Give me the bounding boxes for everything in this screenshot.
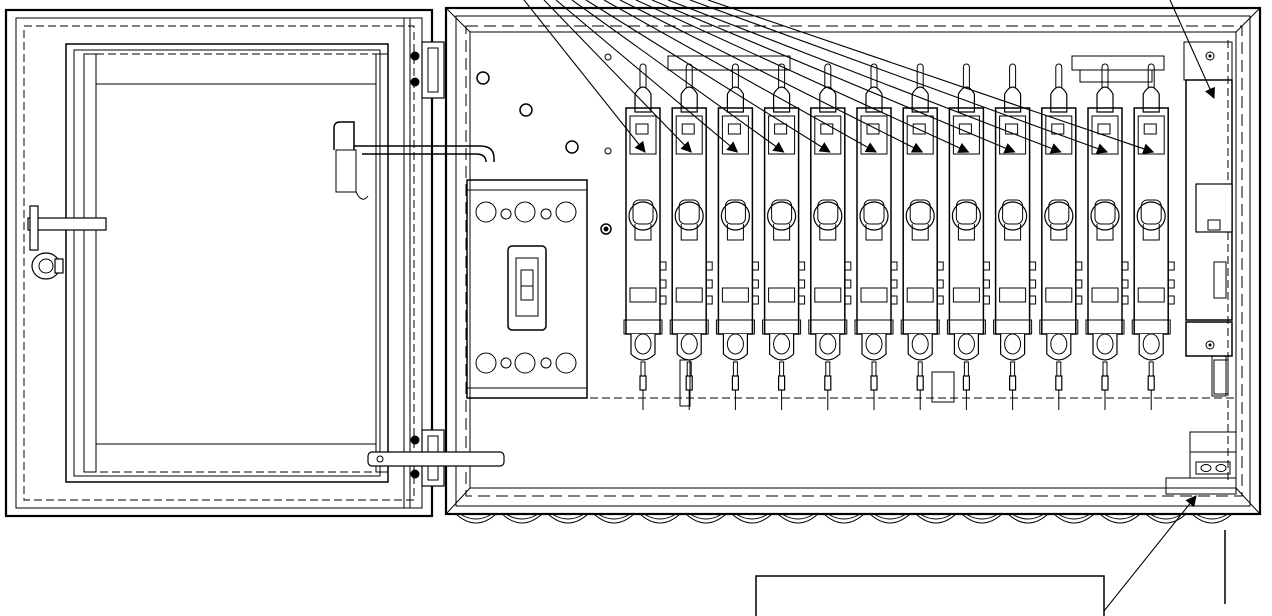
edge-scallop: [1191, 513, 1233, 524]
door-stay-arm: [367, 451, 505, 467]
edge-scallop: [593, 513, 635, 524]
edge-scallop: [1145, 513, 1187, 524]
fuse-holder: [715, 63, 759, 410]
fuse-holder: [1131, 63, 1175, 410]
edge-scallop-inner: [1195, 513, 1229, 520]
edge-scallop: [547, 513, 589, 524]
ground-bar: [1165, 431, 1237, 495]
edge-scallop: [869, 513, 911, 524]
enclosure-bottom-edge: [455, 513, 1233, 524]
door-handle-bracket: [333, 121, 495, 200]
fuse-holder: [900, 63, 944, 410]
hinge-top: [410, 41, 445, 99]
bottom-callout-box: [755, 575, 1105, 616]
edge-scallop: [1007, 513, 1049, 524]
edge-scallop: [777, 513, 819, 524]
fuse-holder-leader: [707, 0, 1155, 155]
edge-scallop-inner: [689, 513, 723, 520]
edge-scallop-inner: [1057, 513, 1091, 520]
enclosure-door: [4, 8, 434, 518]
edge-scallop: [915, 513, 957, 524]
fuse-holder: [993, 63, 1037, 410]
lock-icon: [31, 252, 64, 280]
panel-mounting-holes: [476, 53, 612, 235]
fuse-holder-row: [623, 63, 1229, 410]
fuse-holder-leader: [635, 0, 970, 153]
edge-scallop: [823, 513, 865, 524]
edge-scallop: [731, 513, 773, 524]
fuse-holder: [762, 63, 806, 410]
din-module-leader: [1169, 0, 1215, 100]
edge-scallop-inner: [735, 513, 769, 520]
edge-scallop-inner: [1011, 513, 1045, 520]
enclosure-body: [444, 6, 1262, 516]
edge-scallop-inner: [873, 513, 907, 520]
edge-scallop: [1053, 513, 1095, 524]
edge-scallop: [639, 513, 681, 524]
callout-leaders: [523, 0, 1155, 155]
main-breaker: [466, 179, 588, 399]
edge-scallop-inner: [781, 513, 815, 520]
edge-scallop: [685, 513, 727, 524]
fuse-holder-leader: [523, 0, 646, 153]
fuse-holder-leader: [667, 0, 1062, 154]
edge-scallop-inner: [1103, 513, 1137, 520]
edge-scallop-inner: [459, 513, 493, 520]
edge-scallop-inner: [643, 513, 677, 520]
edge-scallop: [455, 513, 497, 524]
fuse-holder: [1039, 63, 1083, 410]
din-module: [1183, 41, 1233, 397]
edge-scallop-inner: [597, 513, 631, 520]
edge-scallop: [501, 513, 543, 524]
edge-scallop-inner: [919, 513, 953, 520]
busbar: [667, 55, 1165, 83]
fuse-holder: [623, 63, 667, 410]
edge-scallop-inner: [965, 513, 999, 520]
edge-scallop: [1099, 513, 1141, 524]
fuse-holder: [808, 63, 852, 410]
fuse-holder: [669, 63, 713, 410]
fuse-holder-leader: [689, 0, 1109, 154]
edge-scallop-inner: [505, 513, 539, 520]
fuse-holder-leader: [543, 0, 692, 153]
fuse-holder-leader: [619, 0, 924, 153]
edge-scallop-inner: [827, 513, 861, 520]
edge-scallop-inner: [551, 513, 585, 520]
edge-scallop: [961, 513, 1003, 524]
fuse-holder-leader: [603, 0, 877, 153]
edge-scallop-inner: [1149, 513, 1183, 520]
fuse-holder-leader: [555, 0, 739, 153]
fuse-holder: [854, 63, 898, 410]
fuse-holder: [946, 63, 990, 410]
fuse-holder-leader: [651, 0, 1016, 154]
fuse-holder: [1085, 63, 1129, 410]
fuse-holder-leader: [585, 0, 831, 153]
fuse-holder-leader: [571, 0, 785, 153]
ground-bar-leader: [1099, 495, 1197, 616]
